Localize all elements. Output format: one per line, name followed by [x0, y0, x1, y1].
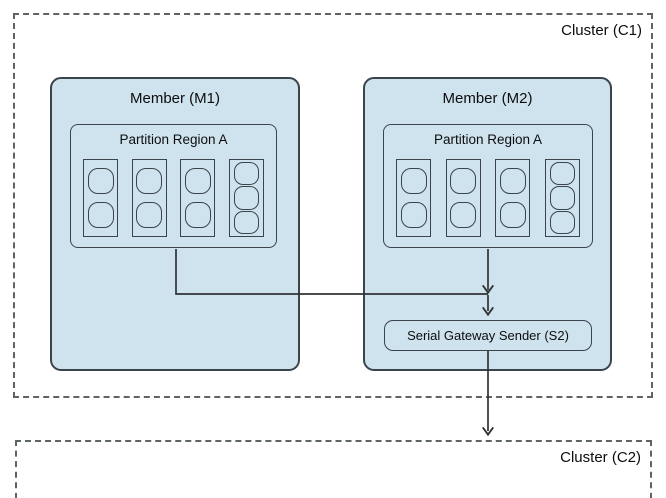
partition-region-a-m2: Partition Region A [383, 124, 593, 248]
bucket [544, 159, 580, 237]
bucket-entry [233, 186, 259, 210]
cluster-c1-label: Cluster (C1) [561, 22, 642, 39]
arrowhead-c2 [482, 427, 494, 437]
member-m2-box: Member (M2) Partition Region A [363, 77, 612, 371]
bucket-entry [184, 168, 211, 194]
bucket-entry [499, 168, 526, 194]
serial-gateway-sender-box: Serial Gateway Sender (S2) [384, 320, 592, 351]
bucket-entry [400, 202, 427, 228]
partition-region-a-m2-label: Partition Region A [433, 132, 543, 147]
bucket-entry [136, 168, 163, 194]
bucket [228, 159, 264, 237]
serial-gateway-sender-label: Serial Gateway Sender (S2) [407, 328, 569, 343]
bucket-entry [136, 202, 163, 228]
member-m1-label: Member (M1) [129, 90, 220, 107]
bucket [131, 159, 167, 237]
bucket-entry [549, 186, 575, 210]
bucket-entry [450, 168, 477, 194]
bucket-entry [87, 202, 114, 228]
bucket-entry [549, 161, 575, 186]
bucket-entry [549, 210, 575, 235]
bucket-group-m1 [83, 159, 264, 237]
bucket-group-m2 [396, 159, 580, 237]
cluster-c2-label: Cluster (C2) [560, 449, 641, 466]
bucket-entry [233, 161, 259, 186]
bucket [495, 159, 531, 237]
bucket-entry [400, 168, 427, 194]
bucket [396, 159, 431, 237]
bucket-entry [87, 168, 114, 194]
member-m2-label: Member (M2) [442, 90, 533, 107]
cluster-c2-boundary: Cluster (C2) [15, 440, 652, 498]
bucket [445, 159, 481, 237]
partition-region-a-m1: Partition Region A [70, 124, 277, 248]
bucket [180, 159, 216, 237]
partition-region-a-m1-label: Partition Region A [119, 132, 228, 147]
bucket-entry [450, 202, 477, 228]
bucket-entry [499, 202, 526, 228]
bucket-entry [184, 202, 211, 228]
bucket [83, 159, 118, 237]
cluster-c1-boundary: Cluster (C1) [13, 13, 653, 398]
member-m1-box: Member (M1) Partition Region A [50, 77, 300, 371]
bucket-entry [233, 210, 259, 235]
